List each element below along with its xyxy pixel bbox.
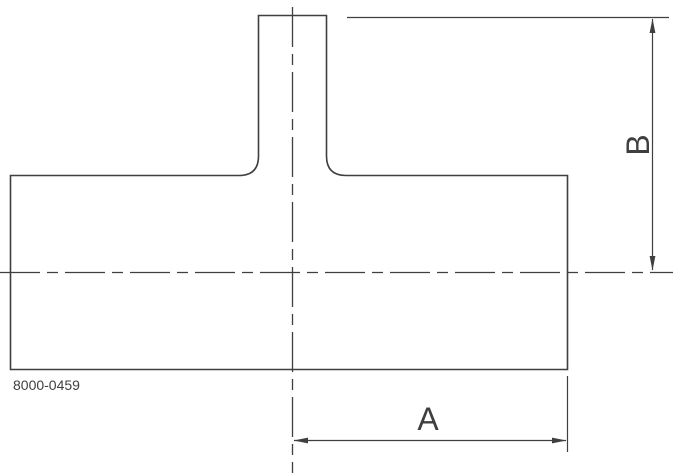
dimension-a-label: A	[417, 401, 439, 437]
tee-body-outline	[9, 14, 569, 371]
dimension-b-label: B	[620, 134, 656, 155]
drawing-linework: B A 8000-0459	[0, 7, 673, 473]
a-arrow-left-icon	[293, 437, 308, 444]
b-arrow-down-icon	[649, 256, 656, 271]
b-dimension: B	[347, 16, 669, 271]
a-arrow-right-icon	[552, 437, 567, 444]
b-arrow-up-icon	[649, 18, 656, 33]
part-number-label: 8000-0459	[13, 377, 80, 393]
a-dimension: A	[293, 376, 569, 452]
